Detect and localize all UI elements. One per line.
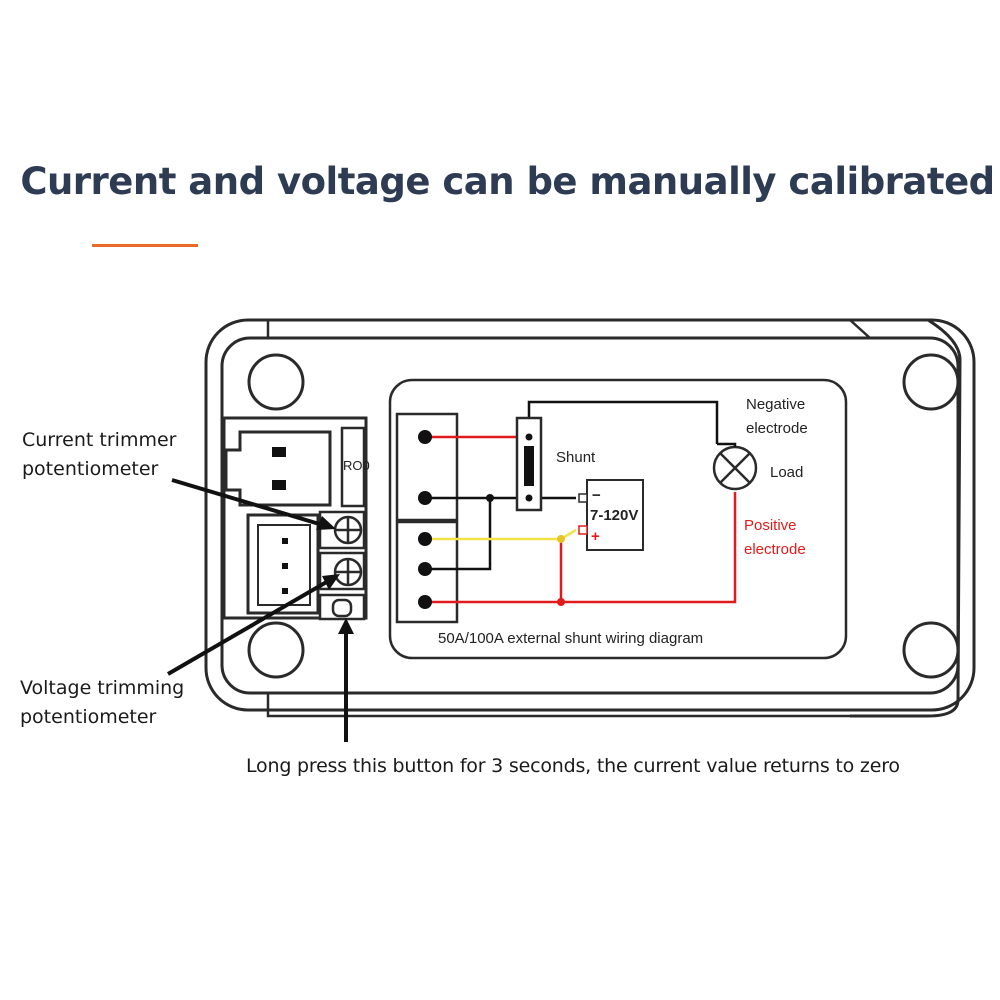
current-trimmer-callout-line1: Current trimmer <box>22 429 177 451</box>
terminal-screw-3 <box>418 532 432 546</box>
mount-hole-top-left <box>247 353 305 411</box>
mount-hole-bottom-left <box>247 621 305 679</box>
junction-red <box>557 598 565 606</box>
device-top-rib <box>266 319 871 339</box>
battery-terminal-plus <box>578 525 588 535</box>
zero-button <box>331 598 353 618</box>
voltage-trimmer-cross <box>335 559 361 585</box>
terminal-screw-2 <box>418 491 432 505</box>
junction-black <box>486 494 494 502</box>
current-trimmer-callout: Current trimmer potentiometer <box>22 426 176 484</box>
current-trimmer-arrowhead <box>316 516 336 530</box>
shunt-terminal-top <box>525 433 533 441</box>
wire-red-positive <box>425 492 737 604</box>
terminal-screw-1 <box>418 430 432 444</box>
usb-pin-top <box>272 447 286 457</box>
current-trimmer-callout-line2: potentiometer <box>22 458 159 480</box>
pin-3 <box>282 588 288 594</box>
negative-label-line1: Negative <box>746 396 805 413</box>
battery-voltage-label: 7-120V <box>590 507 638 524</box>
shunt-label: Shunt <box>556 449 596 466</box>
wire-black-tap <box>425 498 492 571</box>
negative-label-line2: electrode <box>746 420 808 437</box>
device-clip-top <box>850 318 962 718</box>
zero-button-arrowhead <box>338 618 354 634</box>
positive-label-line2: electrode <box>744 541 806 558</box>
battery-plus-label: + <box>591 528 600 545</box>
title-accent-line <box>92 244 198 247</box>
page-title: Current and voltage can be manually cali… <box>20 160 995 203</box>
current-trimmer-cross <box>335 517 361 543</box>
current-trimmer-pointer <box>171 478 327 528</box>
zero-button-callout: Long press this button for 3 seconds, th… <box>246 755 900 777</box>
terminal-screw-5 <box>418 595 432 609</box>
battery-minus-label: − <box>592 487 601 504</box>
mount-hole-top-right <box>902 353 960 411</box>
usb-connector <box>224 430 332 507</box>
shunt-element <box>524 446 534 486</box>
voltage-trimmer-callout-line1: Voltage trimming <box>20 677 185 699</box>
terminal-screw-4 <box>418 562 432 576</box>
pin-1 <box>282 538 288 544</box>
voltage-trimmer-arrowhead <box>322 574 340 590</box>
positive-label-line1: Positive <box>744 517 797 534</box>
mount-hole-bottom-right <box>902 621 960 679</box>
wire-black-top <box>527 400 719 444</box>
wire-black-load <box>717 442 737 447</box>
voltage-trimmer-callout: Voltage trimming potentiometer <box>20 674 184 732</box>
load-label: Load <box>770 464 803 481</box>
pin-2 <box>282 563 288 569</box>
connector-label: RO0 <box>343 458 370 473</box>
voltage-trimmer-callout-line2: potentiometer <box>20 706 157 728</box>
device-bottom-rib <box>266 693 860 718</box>
battery-body <box>586 479 644 551</box>
junction-yellow <box>557 535 565 543</box>
voltage-trimmer-pointer <box>166 578 332 676</box>
load-lamp-cross <box>719 452 751 484</box>
wiring-caption: 50A/100A external shunt wiring diagram <box>438 630 703 647</box>
battery-terminal-minus <box>578 493 588 503</box>
relay-module <box>340 426 366 508</box>
usb-pin-bottom <box>272 480 286 490</box>
shunt-terminal-bottom <box>525 494 533 502</box>
